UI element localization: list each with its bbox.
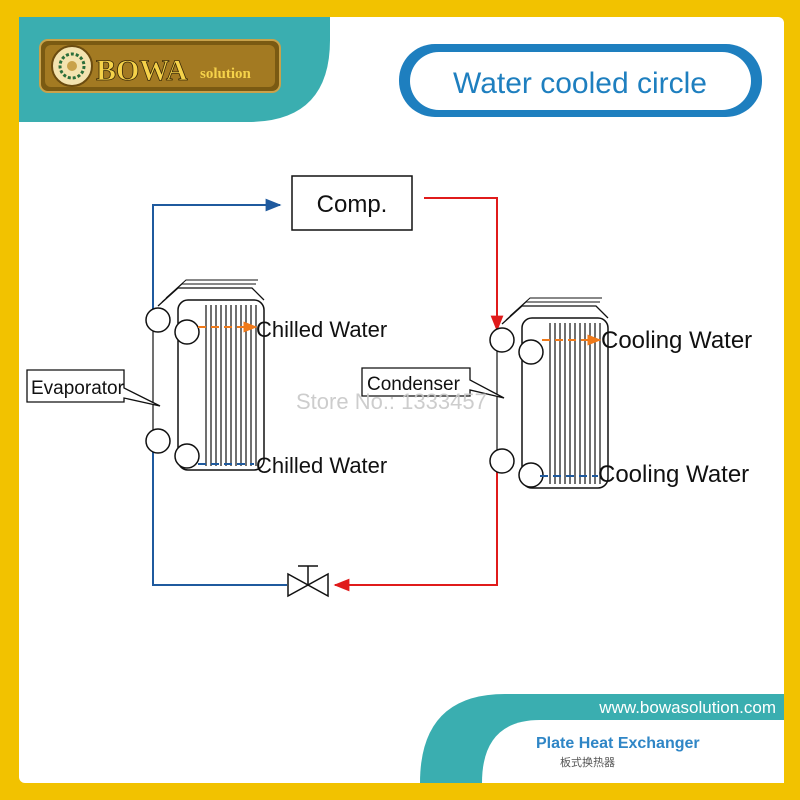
chilled-water-in-label: Chilled Water (256, 317, 387, 342)
liquid-line (333, 470, 498, 592)
condenser-callout: Condenser (361, 367, 505, 399)
product-name-cn: 板式换热器 (560, 755, 615, 769)
condenser-heat-exchanger (489, 297, 609, 489)
page-title: Water cooled circle (453, 67, 707, 100)
compressor-box: Comp. (291, 175, 413, 231)
title-pill: Water cooled circle (399, 44, 762, 117)
white-panel (19, 17, 784, 783)
condenser-label: Condenser (367, 374, 461, 395)
suction-line (152, 198, 282, 312)
product-name: Plate Heat Exchanger (536, 735, 700, 752)
chilled-water-out-label: Chilled Water (256, 453, 387, 478)
evaporator-return-line (152, 450, 287, 586)
discharge-line (424, 197, 504, 332)
evaporator-callout: Evaporator (26, 369, 161, 407)
logo-suffix-text: solution (200, 66, 252, 82)
evaporator-heat-exchanger (145, 279, 265, 471)
footer-white-card (482, 720, 784, 783)
evaporator-label: Evaporator (31, 378, 125, 399)
cooling-water-in-label: Cooling Water (601, 327, 752, 354)
store-watermark: Store No.: 1333457 (296, 389, 487, 414)
compressor-label: Comp. (317, 191, 388, 218)
website-url: www.bowasolution.com (598, 698, 776, 717)
cooling-water-out-label: Cooling Water (598, 461, 749, 488)
expansion-valve-icon (287, 565, 329, 598)
brand-logo: BOWA solution (39, 39, 281, 93)
logo-brand-text: BOWA (96, 54, 188, 87)
